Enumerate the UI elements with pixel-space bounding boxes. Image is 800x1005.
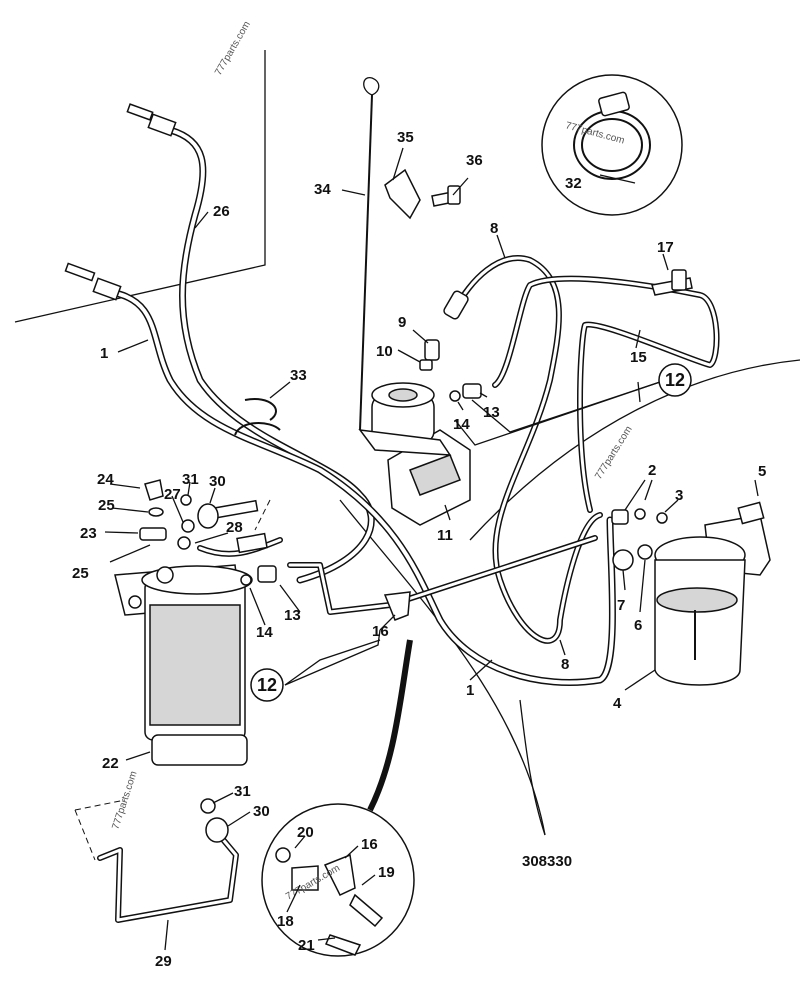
- callout-34: 34: [314, 181, 331, 198]
- ref-circle-12: [658, 363, 692, 397]
- callout-15: 15: [630, 349, 647, 366]
- fuel-pipe-15: [492, 275, 720, 513]
- fuel-pipe-16: [287, 535, 598, 621]
- callout-14: 14: [453, 416, 470, 433]
- leader-lines: [74, 147, 759, 951]
- fuel-hose-26: [126, 103, 375, 584]
- callout-2: 2: [648, 462, 656, 479]
- fuel-pipe-8: [452, 255, 603, 644]
- callout-1: 1: [100, 345, 108, 362]
- callout-27: 27: [164, 486, 181, 503]
- callout-24: 24: [97, 471, 114, 488]
- callout-35: 35: [397, 129, 414, 146]
- callout-labels: 26 1 33 34 35 36 8 9 10 15 17 32 12 14 1…: [72, 129, 766, 970]
- callout-23: 23: [80, 525, 97, 542]
- callout-22: 22: [102, 755, 119, 772]
- callout-25: 25: [72, 565, 89, 582]
- callout-31: 31: [234, 783, 251, 800]
- callout-5: 5: [758, 463, 766, 480]
- sediment-bowl-4: [654, 501, 771, 686]
- background-lines: [14, 50, 800, 836]
- watermark-text: 777parts.com: [213, 20, 253, 78]
- callout-12: 12: [257, 675, 277, 695]
- callout-31: 31: [182, 471, 199, 488]
- callout-8: 8: [490, 220, 498, 237]
- callout-1: 1: [466, 682, 474, 699]
- callout-33: 33: [290, 367, 307, 384]
- callout-3: 3: [675, 487, 683, 504]
- reference-callouts: [250, 363, 692, 702]
- callout-19: 19: [378, 864, 395, 881]
- fuel-pipe-29: [97, 827, 239, 923]
- callout-29: 29: [155, 953, 172, 970]
- fittings: [139, 185, 693, 843]
- callout-7: 7: [617, 597, 625, 614]
- callout-11: 11: [437, 527, 453, 544]
- fuel-pipe-28: [197, 499, 283, 557]
- callout-30: 30: [209, 473, 226, 490]
- callout-16: 16: [361, 836, 378, 853]
- watermark-text: 777parts.com: [593, 424, 634, 481]
- callout-10: 10: [376, 343, 393, 360]
- callout-20: 20: [297, 824, 314, 841]
- fuel-lift-pump-11: [358, 382, 471, 526]
- callout-13: 13: [483, 404, 500, 421]
- fuel-filter-22: [114, 564, 253, 766]
- callout-12: 12: [665, 370, 685, 390]
- callout-8: 8: [561, 656, 569, 673]
- clip-33: [234, 398, 281, 436]
- dipstick-34: [359, 77, 421, 431]
- callout-21: 21: [298, 937, 315, 954]
- fuel-hose-1: [64, 262, 616, 686]
- callout-28: 28: [226, 519, 243, 536]
- callout-18: 18: [277, 913, 294, 930]
- callout-26: 26: [213, 203, 230, 220]
- callout-25: 25: [98, 497, 115, 514]
- detail-circle-32: [541, 74, 683, 216]
- drawing-number: 308330: [522, 853, 572, 870]
- callout-32: 32: [565, 175, 582, 192]
- callout-16: 16: [372, 623, 389, 640]
- callout-17: 17: [657, 239, 674, 256]
- callout-13: 13: [284, 607, 301, 624]
- callout-4: 4: [613, 695, 622, 712]
- callout-9: 9: [398, 314, 406, 331]
- callout-6: 6: [634, 617, 642, 634]
- ref-circle-12: [250, 668, 284, 702]
- callout-36: 36: [466, 152, 483, 169]
- callout-14: 14: [256, 624, 273, 641]
- callout-30: 30: [253, 803, 270, 820]
- detail-circle-clip: [261, 639, 415, 957]
